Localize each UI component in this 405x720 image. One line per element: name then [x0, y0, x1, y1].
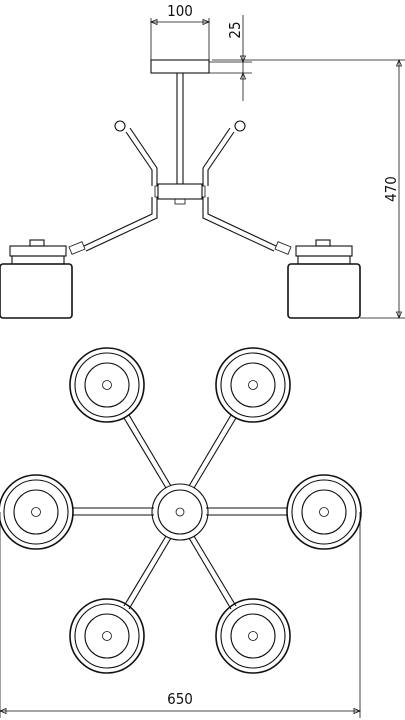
bottom-hub [151, 483, 209, 541]
bottom-lamp-right [286, 474, 362, 550]
canopy [150, 59, 210, 74]
side-view: 100 25 470 [0, 2, 405, 320]
canopy-width-dimension: 100 [149, 2, 211, 60]
total-height-dimension: 470 [212, 58, 405, 320]
downward-arm-right [202, 197, 292, 255]
bottom-lamp-bottom-right [215, 598, 291, 674]
upward-arm-left [114, 120, 158, 186]
total-width-label: 650 [167, 690, 193, 708]
downward-arm-left [68, 197, 158, 255]
canopy-height-label: 25 [226, 21, 244, 38]
bottom-view: 650 [0, 347, 362, 718]
hub [157, 183, 203, 200]
bottom-lamp-left [0, 474, 74, 550]
canopy-height-dimension: 25 [209, 15, 252, 101]
bottom-lamp-top-right [215, 347, 291, 423]
bottom-lamp-top-left [69, 347, 145, 423]
lamp-shade-right [287, 239, 361, 319]
total-height-label: 470 [382, 176, 400, 202]
bottom-arms [72, 414, 288, 610]
central-rod [176, 73, 184, 184]
total-width-dimension: 650 [0, 512, 362, 718]
upward-arm-right [202, 120, 246, 186]
bottom-lamp-bottom-left [69, 598, 145, 674]
canopy-width-label: 100 [167, 2, 193, 20]
lamp-shade-left [0, 239, 73, 319]
